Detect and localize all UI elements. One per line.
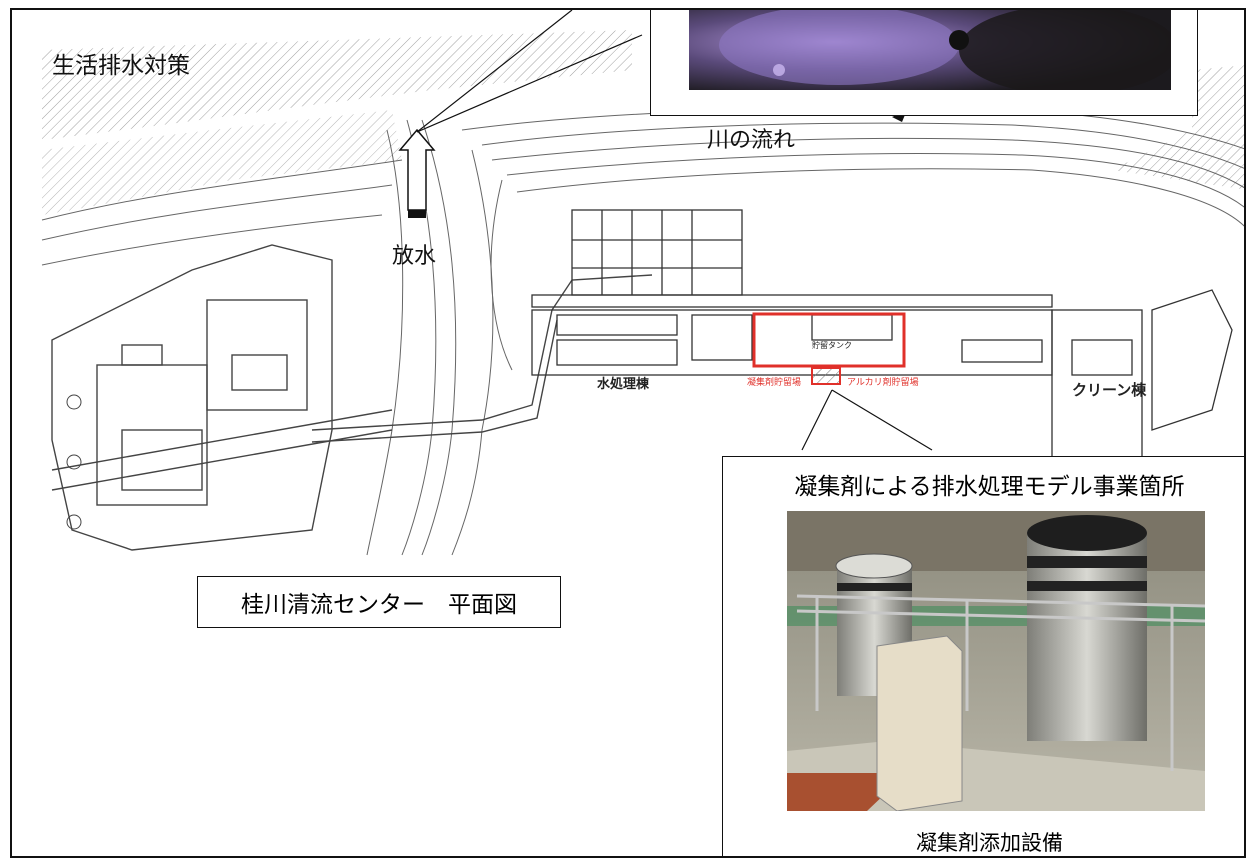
coagulant-model-title: 凝集剤による排水処理モデル事業箇所	[794, 474, 1185, 500]
clean-building-label: クリーン棟	[1072, 381, 1147, 399]
alkali-storage-label: アルカリ剤貯留場	[847, 376, 919, 388]
discharge-label: 放水	[392, 244, 437, 269]
section-title: 生活排水対策	[52, 53, 190, 79]
coagulant-storage-label: 凝集剤貯留場	[747, 376, 801, 388]
coagulant-equipment-photo	[787, 511, 1205, 811]
document-frame: 凝集剤貯留場 アルカリ剤貯留場 水処理棟 クリーン棟 貯留タンク 生活排水対策 …	[10, 8, 1246, 858]
river-photo	[689, 10, 1171, 90]
river-flow-label: 川の流れ	[707, 128, 796, 153]
riverbank-top-right	[1112, 65, 1244, 190]
plan-caption: 桂川清流センター 平面図	[241, 592, 517, 618]
riverbank-top-left	[42, 30, 632, 140]
plan-caption-box: 桂川清流センター 平面図	[197, 576, 561, 628]
river-photo-callout	[650, 10, 1198, 116]
site-plan-drawing: 凝集剤貯留場 アルカリ剤貯留場 水処理棟 クリーン棟 貯留タンク	[41, 10, 1244, 556]
storage-tank-label: 貯留タンク	[812, 340, 852, 350]
water-treatment-building-label: 水処理棟	[597, 376, 650, 392]
coagulant-model-box: 凝集剤による排水処理モデル事業箇所	[722, 456, 1244, 856]
coagulant-equipment-caption: 凝集剤添加設備	[916, 831, 1063, 855]
riverbank-left	[42, 110, 402, 215]
